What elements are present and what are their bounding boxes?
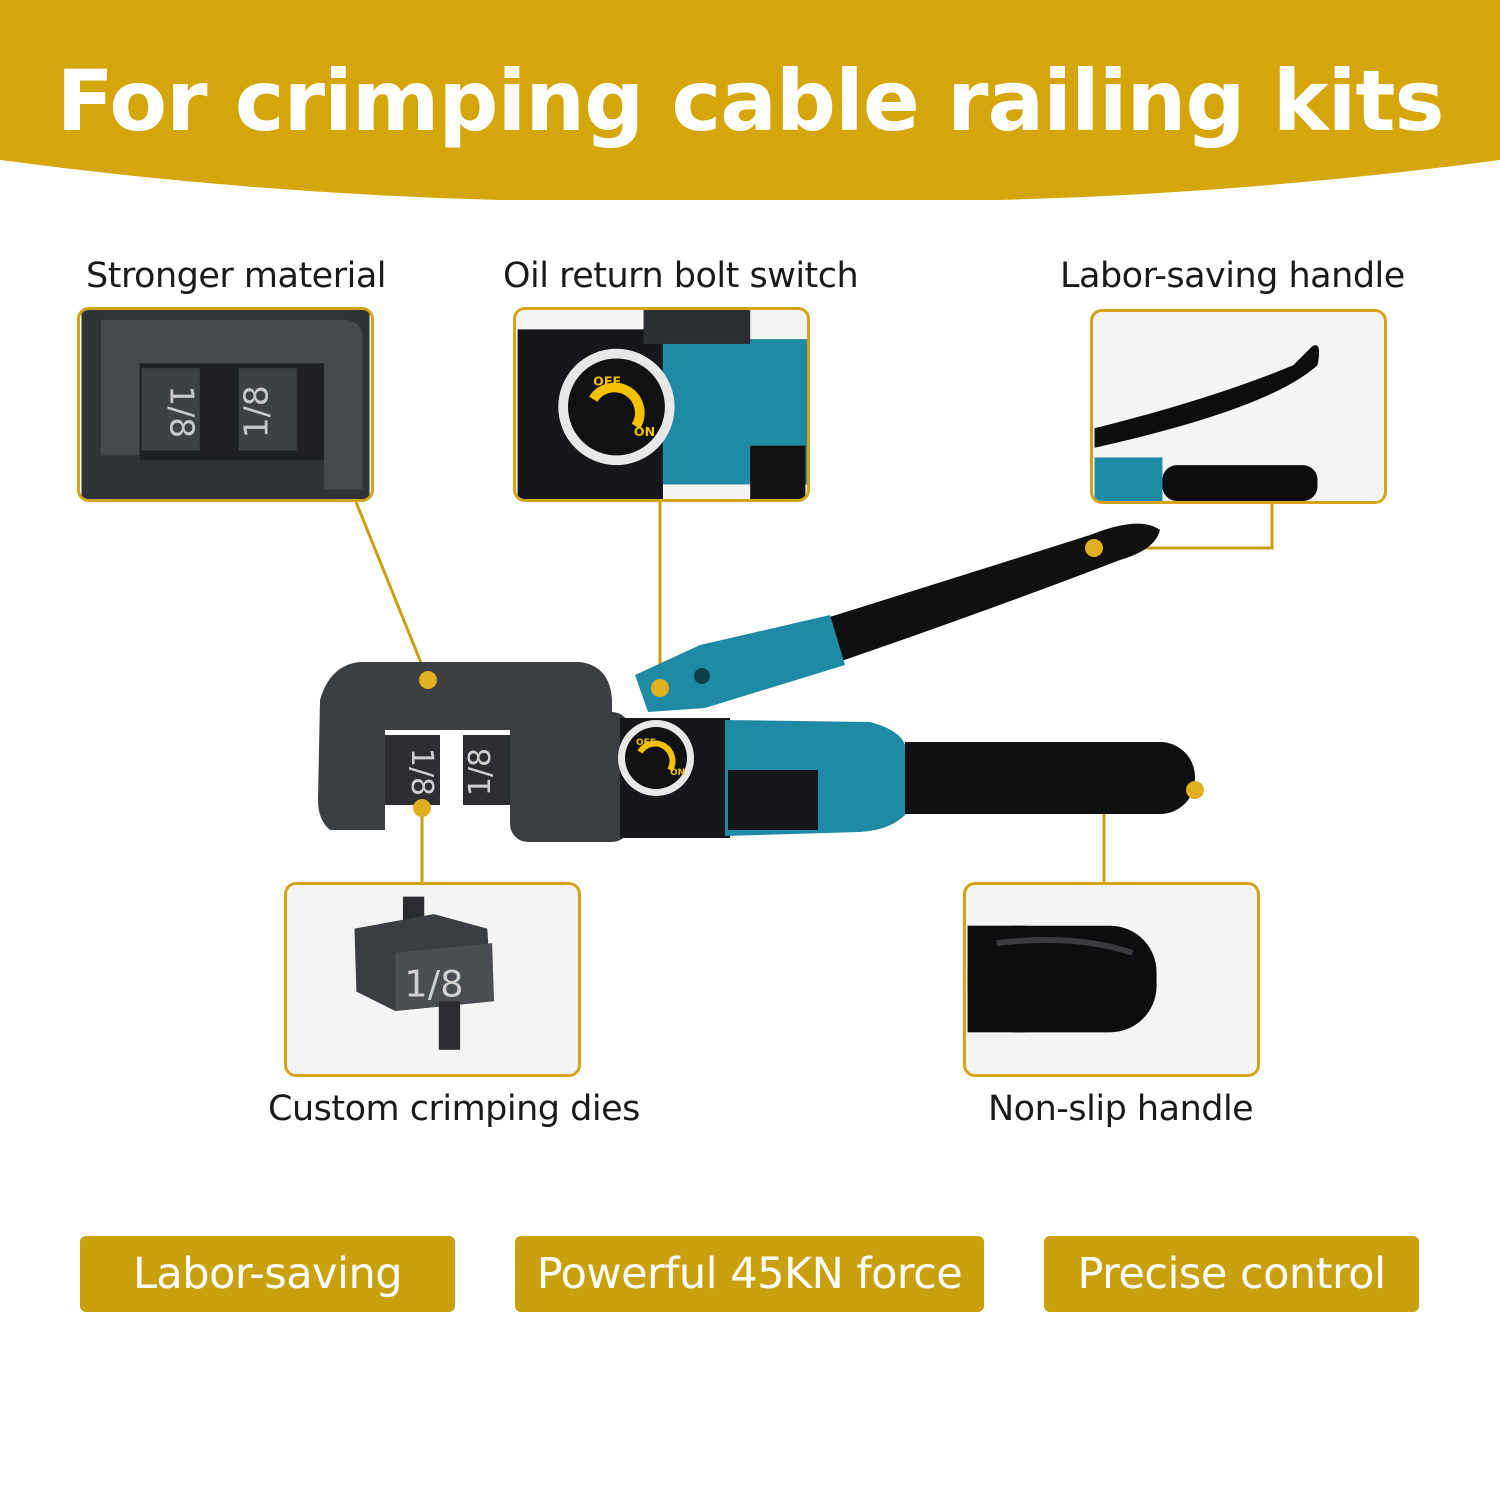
badge-labor-saving: Labor-saving xyxy=(80,1236,455,1312)
non-slip-inset xyxy=(963,882,1260,1077)
inset-switch-on: ON xyxy=(634,424,655,439)
title-banner xyxy=(0,0,1500,200)
labor-handle-inset xyxy=(1090,309,1387,504)
inset-die-text-right: 1/8 xyxy=(237,385,276,438)
custom-dies-label: Custom crimping dies xyxy=(268,1089,640,1129)
labor-handle-label: Labor-saving handle xyxy=(1060,256,1405,296)
tool-die-text-right: 1/8 xyxy=(463,748,498,796)
tool-switch-off: OFF xyxy=(636,738,656,748)
inset-switch-off: OFF xyxy=(593,374,621,389)
banner-title: For crimping cable railing kits xyxy=(56,52,1444,150)
stronger-material-inset: 1/8 1/8 xyxy=(77,307,374,502)
custom-dies-inset: 1/8 xyxy=(284,882,581,1077)
badge-powerful-force: Powerful 45KN force xyxy=(515,1236,984,1312)
oil-return-label: Oil return bolt switch xyxy=(503,256,859,296)
inset-dies-text: 1/8 xyxy=(404,962,463,1005)
inset-die-text-left: 1/8 xyxy=(163,385,202,438)
tool-die-text-left: 1/8 xyxy=(404,748,439,796)
stronger-material-label: Stronger material xyxy=(86,256,387,296)
non-slip-label: Non-slip handle xyxy=(988,1089,1254,1129)
tool-switch-on: ON xyxy=(670,768,685,778)
badge-precise-control: Precise control xyxy=(1044,1236,1419,1312)
oil-return-inset: OFF ON xyxy=(513,307,810,502)
